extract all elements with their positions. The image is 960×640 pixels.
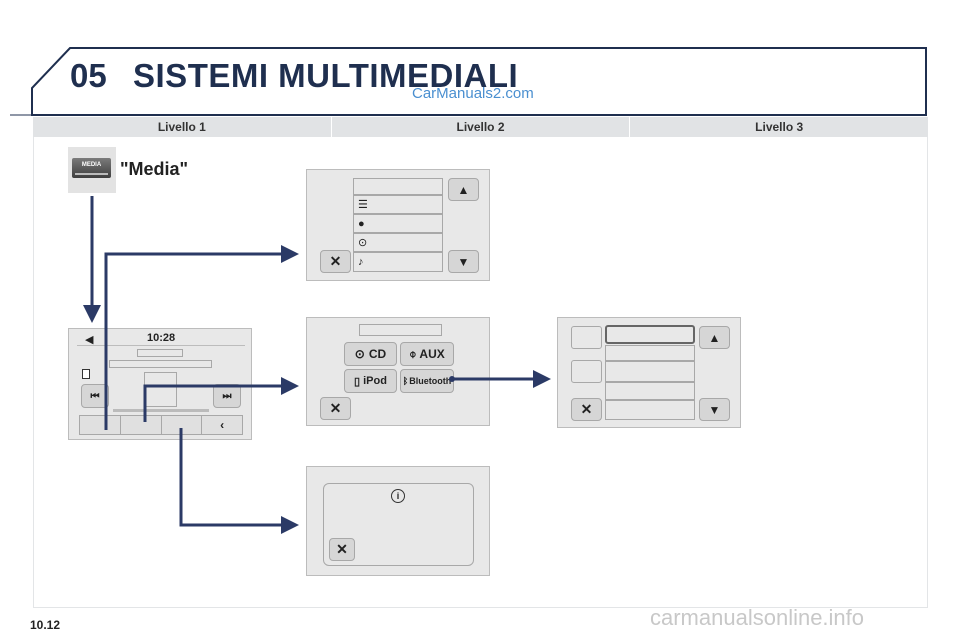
page-number: 10.12 bbox=[30, 618, 61, 632]
aux-icon: ⌽ bbox=[409, 346, 417, 361]
detail-row-5[interactable] bbox=[605, 400, 695, 420]
levels-bar: Livello 1 Livello 2 Livello 3 bbox=[33, 117, 928, 137]
toolbar-slot-1[interactable] bbox=[80, 416, 121, 434]
scroll-down-button[interactable]: ▼ bbox=[699, 398, 730, 421]
footer-watermark: carmanualsonline.info bbox=[650, 605, 865, 630]
info-icon: i bbox=[391, 489, 405, 503]
close-button[interactable]: ✕ bbox=[571, 398, 602, 421]
level-3-label: Livello 3 bbox=[755, 120, 804, 134]
bluetooth-icon: ᛒ bbox=[402, 376, 409, 386]
close-button[interactable]: ✕ bbox=[320, 397, 351, 420]
detail-row-2[interactable] bbox=[605, 345, 695, 361]
list-screen: ☰ ● ⊙ ♪ ▲ ▼ ✕ bbox=[306, 169, 490, 281]
list-row-empty[interactable] bbox=[353, 178, 443, 195]
album-art bbox=[144, 372, 177, 407]
media-button[interactable]: MEDIA bbox=[68, 147, 116, 193]
cd-label: CD bbox=[368, 347, 387, 361]
header-banner bbox=[10, 47, 927, 116]
toolbar-slot-3[interactable] bbox=[162, 416, 203, 434]
source-title-bar bbox=[359, 324, 442, 336]
info-screen: i ✕ bbox=[306, 466, 490, 576]
bottom-toolbar: ‹ bbox=[79, 415, 243, 435]
progress-bar bbox=[113, 409, 209, 412]
bluetooth-detail-screen: ▲ ▼ ✕ bbox=[557, 317, 741, 428]
person-icon: ● bbox=[358, 217, 365, 230]
list-row-artist[interactable]: ● bbox=[353, 214, 443, 233]
detail-row-selected[interactable] bbox=[605, 325, 695, 344]
bluetooth-label: Bluetooth bbox=[409, 376, 452, 386]
arrow-origin-dot bbox=[449, 376, 455, 382]
ipod-icon: ▯ bbox=[354, 375, 361, 388]
close-button[interactable]: ✕ bbox=[329, 538, 355, 561]
toolbar-slot-2[interactable] bbox=[121, 416, 162, 434]
side-slot-2[interactable] bbox=[571, 360, 602, 383]
level-1-label: Livello 1 bbox=[33, 117, 332, 137]
page-title: SISTEMI MULTIMEDIALI bbox=[133, 57, 519, 94]
side-slot-1[interactable] bbox=[571, 326, 602, 349]
back-button[interactable]: ‹ bbox=[220, 418, 225, 432]
ipod-source-button[interactable]: ▯iPod bbox=[344, 369, 397, 393]
arrow-main-to-info bbox=[179, 428, 299, 534]
cd-source-button[interactable]: ⊙CD bbox=[344, 342, 397, 366]
aux-source-button[interactable]: ⌽AUX bbox=[400, 342, 454, 366]
list-icon: ☰ bbox=[358, 199, 368, 211]
arrow-main-to-list bbox=[104, 245, 299, 430]
media-label: "Media" bbox=[120, 159, 189, 179]
speaker-icon: ◀ bbox=[85, 334, 94, 346]
aux-label: AUX bbox=[419, 347, 445, 361]
scroll-up-button[interactable]: ▲ bbox=[448, 178, 479, 201]
previous-track-button[interactable]: ⏮ bbox=[81, 384, 109, 408]
list-row-genre[interactable]: ♪ bbox=[353, 252, 443, 272]
track-info-bar bbox=[137, 349, 183, 357]
detail-row-4[interactable] bbox=[605, 382, 695, 400]
disc-icon: ⊙ bbox=[358, 237, 368, 249]
scroll-up-button[interactable]: ▲ bbox=[699, 326, 730, 349]
close-button[interactable]: ✕ bbox=[320, 250, 351, 273]
watermark: CarManuals2.com bbox=[412, 85, 534, 102]
guitar-icon: ♪ bbox=[358, 256, 364, 268]
arrow-main-to-source bbox=[143, 377, 299, 422]
scroll-down-button[interactable]: ▼ bbox=[448, 250, 479, 273]
usb-icon bbox=[82, 369, 90, 379]
chapter-number: 05 bbox=[70, 57, 107, 94]
detail-row-3[interactable] bbox=[605, 361, 695, 382]
track-title-bar bbox=[109, 360, 212, 368]
media-button-face: MEDIA bbox=[72, 158, 111, 178]
clock-time: 10:28 bbox=[147, 332, 176, 344]
level-2-label: Livello 2 bbox=[332, 117, 631, 137]
divider-line bbox=[77, 345, 245, 346]
main-media-screen: ◀ 10:28 ⏮ ⏭ ‹ bbox=[68, 328, 252, 440]
list-row-playlist[interactable]: ☰ bbox=[353, 195, 443, 214]
content-frame bbox=[33, 137, 928, 608]
list-row-album[interactable]: ⊙ bbox=[353, 233, 443, 252]
ipod-label: iPod bbox=[363, 375, 387, 387]
cd-icon: ⊙ bbox=[354, 347, 365, 361]
